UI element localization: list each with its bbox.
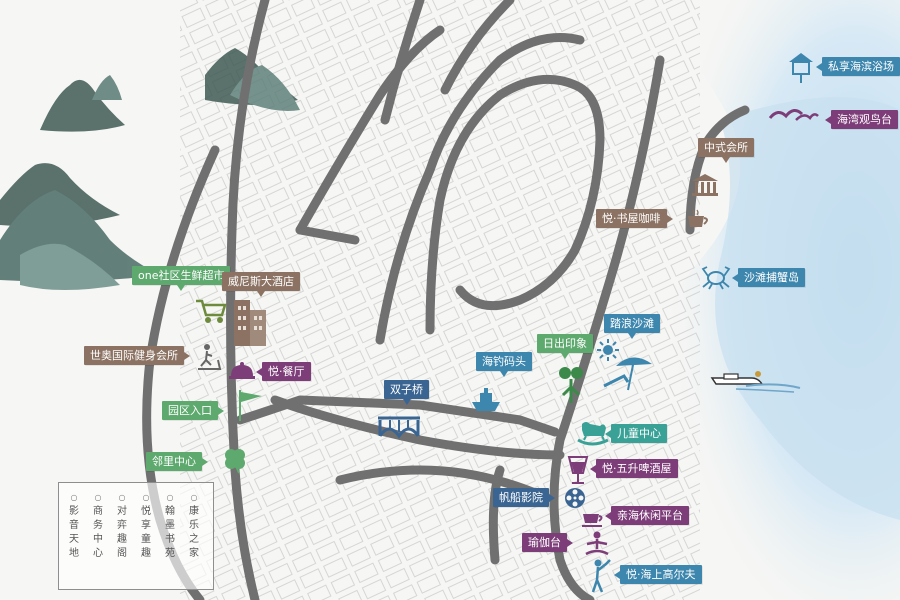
label-chinese-club[interactable]: 中式会所: [698, 138, 754, 163]
legend-column: ○ 翰 墨 书 苑: [165, 493, 175, 559]
label-venice-hotel[interactable]: 威尼斯大酒店: [222, 272, 300, 297]
legend-box: ○ 影 音 天 地 ○ 商 务 中 心 ○ 对 弈 趣 阁 ○ 悦 享 童 趣: [58, 482, 214, 590]
beach-umbrella-icon: [603, 357, 652, 391]
label-community-entrance[interactable]: 园区入口: [162, 401, 224, 420]
sun-icon: [597, 339, 619, 361]
temple-icon: [692, 174, 718, 196]
beer-glass-icon: [567, 456, 589, 484]
yoga-icon: [585, 531, 609, 556]
label-neighborhood-center[interactable]: 邻里中心: [146, 452, 208, 471]
label-fishing-dock[interactable]: 海钓码头: [476, 352, 532, 377]
sea-area-inner: [715, 97, 900, 520]
legend-column: ○ 对 弈 趣 阁: [117, 493, 127, 559]
tea-cup-icon: [582, 514, 603, 527]
golfer-icon: [591, 559, 611, 593]
film-reel-icon: [565, 488, 585, 508]
binoculars-icon: [559, 367, 583, 403]
road-network: [142, 0, 750, 600]
label-surf-beach[interactable]: 踏浪沙滩: [604, 314, 660, 339]
label-sea-platform[interactable]: 亲海休闲平台: [605, 506, 689, 525]
treadmill-icon: [198, 344, 222, 370]
label-sail-cinema[interactable]: 帆船影院: [493, 488, 555, 507]
bridge-icon: [378, 416, 420, 439]
label-fitness-club[interactable]: 世奥国际健身会所: [84, 346, 190, 365]
coffee-cup-icon: [688, 209, 708, 227]
label-seabird-platform[interactable]: 海湾观鸟台: [825, 110, 898, 129]
legend-column: ○ 康 乐 之 家: [189, 493, 199, 559]
label-double-bridge[interactable]: 双子桥: [384, 380, 429, 405]
label-yoga-platform[interactable]: 瑜伽台: [522, 533, 573, 552]
seagull-icon: [768, 109, 819, 121]
shopping-cart-icon: [196, 299, 227, 323]
label-children-center[interactable]: 儿童中心: [605, 424, 667, 443]
food-cloche-icon: [229, 362, 255, 379]
label-crab-island[interactable]: 沙滩捕蟹岛: [732, 268, 805, 287]
legend-column: ○ 商 务 中 心: [93, 493, 103, 559]
label-sunrise-view[interactable]: 日出印象: [537, 334, 593, 359]
flag-icon: [239, 390, 262, 421]
label-one-community[interactable]: one社区生鲜超市: [132, 266, 231, 291]
label-book-cafe[interactable]: 悦·书屋咖啡: [596, 209, 672, 228]
label-beer-house[interactable]: 悦·五升啤酒屋: [590, 459, 678, 478]
crab-icon: [701, 266, 731, 290]
beach-house-icon: [789, 53, 813, 83]
ship-icon: [472, 388, 500, 411]
clover-icon: [225, 449, 245, 474]
legend-column: ○ 悦 享 童 趣: [141, 493, 151, 559]
legend-column: ○ 影 音 天 地: [69, 493, 79, 559]
building-icon: [234, 300, 266, 346]
label-golf[interactable]: 悦·海上高尔夫: [614, 565, 702, 584]
rocking-horse-icon: [577, 422, 609, 446]
speedboat-icon: [710, 371, 801, 393]
label-yue-restaurant[interactable]: 悦·餐厅: [256, 362, 311, 381]
label-private-beach[interactable]: 私享海滨浴场: [816, 57, 900, 76]
